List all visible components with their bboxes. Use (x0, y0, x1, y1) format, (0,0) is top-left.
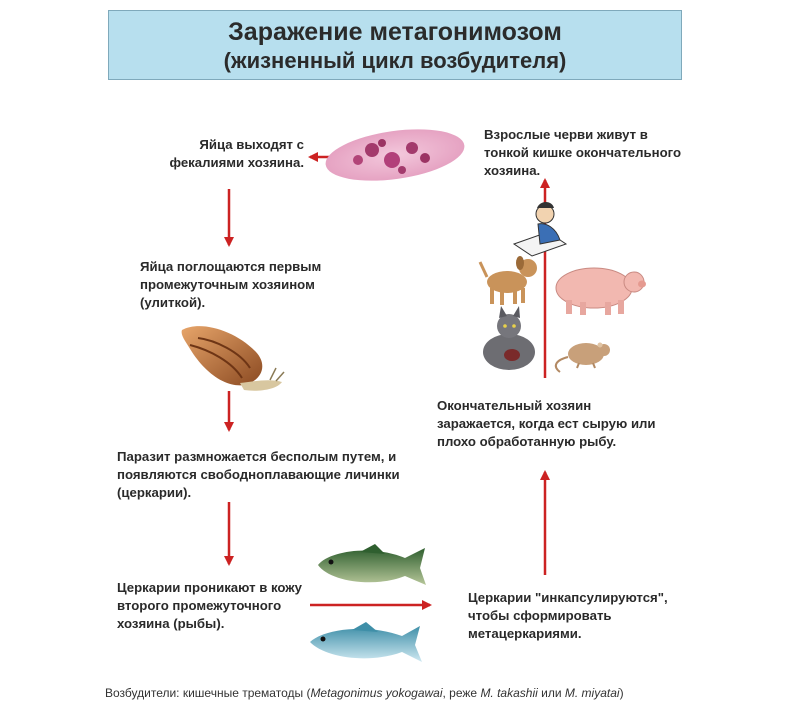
step-cercariae-line: Паразит размножается бесполым путем, и (117, 449, 397, 464)
step-eggs-out-line: Яйца выходят с (199, 137, 304, 152)
step-adult-worms-line: хозяина. (484, 163, 541, 178)
step-fish-line: хозяина (рыбы). (117, 616, 225, 631)
step-cercariae-line: появляются свободноплавающие личинки (117, 467, 400, 482)
step-host-line: заражается, когда ест сырую или (437, 416, 656, 431)
step-snail-line: (улиткой). (140, 295, 206, 310)
snail-image (181, 326, 285, 391)
fish-image (310, 622, 422, 662)
caption-suffix: ) (619, 686, 624, 700)
step-cercariae-free: Паразит размножается бесполым путем, и п… (117, 448, 417, 502)
step-adult-worms-line: Взрослые черви живут в (484, 127, 648, 142)
step-eggs-out: Яйца выходят с фекалиями хозяина. (164, 136, 304, 172)
egg-image (325, 129, 465, 181)
step-snail-line: промежуточным хозяином (140, 277, 315, 292)
caption-species: Metagonimus yokogawai (310, 686, 443, 700)
person-image (512, 202, 568, 257)
step-host-line: плохо обработанную рыбу. (437, 434, 617, 449)
step-encyst-line: метацеркариями. (468, 626, 582, 641)
pig-image (555, 267, 646, 315)
cat-image (483, 306, 535, 370)
caption: Возбудители: кишечные трематоды (Metagon… (105, 686, 624, 700)
caption-species: M. miyatai (564, 686, 620, 700)
step-adult-worms-line: тонкой кишке окончательного (484, 145, 682, 160)
step-definitive-host: Окончательный хозяин заражается, когда е… (437, 397, 697, 451)
caption-middle: , реже (442, 686, 481, 700)
step-host-line: Окончательный хозяин (437, 398, 592, 413)
step-encyst: Церкарии "инкапсулируются", чтобы сформи… (468, 589, 698, 643)
step-encyst-line: чтобы сформировать (468, 608, 612, 623)
caption-prefix: Возбудители: кишечные трематоды ( (105, 686, 311, 700)
step-encyst-line: Церкарии "инкапсулируются", (468, 590, 668, 605)
caption-species: M. takashii (480, 686, 538, 700)
rat-image (554, 342, 610, 373)
title-line-1: Заражение метагонимозом (228, 18, 562, 46)
step-fish-penetrate: Церкарии проникают в кожу второго промеж… (117, 579, 327, 633)
title-box: Заражение метагонимозом (жизненный цикл … (108, 10, 682, 80)
step-snail-line: Яйца поглощаются первым (140, 259, 322, 274)
title-line-2: (жизненный цикл возбудителя) (223, 48, 567, 73)
step-eggs-out-line: фекалиями хозяина. (169, 155, 304, 170)
dog-image (478, 256, 537, 305)
step-cercariae-line: (церкарии). (117, 485, 192, 500)
step-fish-line: второго промежуточного (117, 598, 282, 613)
step-snail: Яйца поглощаются первым промежуточным хо… (140, 258, 370, 312)
step-adult-worms: Взрослые черви живут в тонкой кишке окон… (484, 126, 714, 180)
fish-image (318, 544, 426, 585)
step-fish-line: Церкарии проникают в кожу (117, 580, 302, 595)
caption-or: или (537, 686, 565, 700)
